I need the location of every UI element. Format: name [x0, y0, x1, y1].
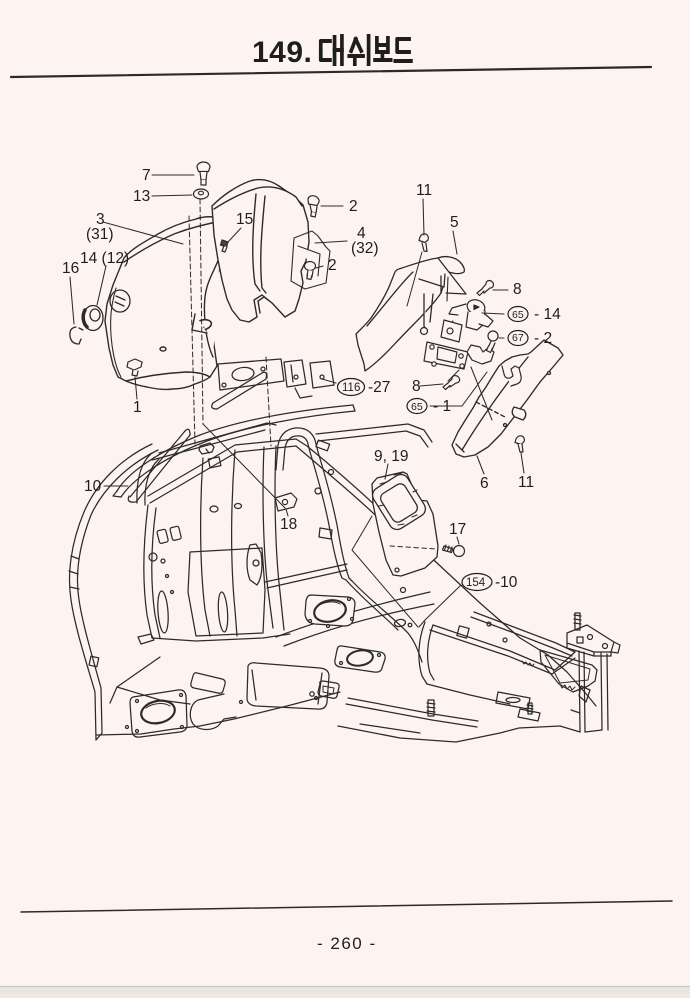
svg-text:-10: -10 [495, 574, 518, 591]
svg-text:116: 116 [342, 382, 360, 394]
svg-text:(31): (31) [86, 226, 114, 243]
svg-text:149.: 149. [252, 36, 312, 69]
svg-text:65: 65 [512, 309, 524, 321]
svg-text:4: 4 [357, 225, 366, 242]
svg-text:11: 11 [416, 182, 432, 199]
svg-text:(32): (32) [351, 240, 379, 257]
svg-text:5: 5 [450, 214, 459, 231]
svg-text:9, 19: 9, 19 [374, 448, 408, 465]
svg-text:18: 18 [280, 516, 297, 533]
svg-text:- 14: - 14 [534, 306, 561, 323]
svg-text:-27: -27 [368, 379, 390, 396]
svg-text:6: 6 [480, 475, 489, 492]
svg-text:17: 17 [449, 521, 466, 538]
svg-text:10: 10 [84, 478, 102, 495]
svg-text:15: 15 [236, 211, 253, 228]
svg-text:1: 1 [133, 399, 142, 416]
svg-text:14 (12): 14 (12) [80, 250, 129, 267]
svg-text:154: 154 [466, 577, 486, 589]
svg-text:8: 8 [513, 281, 522, 298]
svg-text:3: 3 [96, 211, 105, 228]
svg-text:8: 8 [412, 378, 421, 395]
svg-text:67: 67 [512, 332, 524, 344]
svg-text:13: 13 [133, 188, 150, 205]
svg-text:2: 2 [349, 198, 358, 215]
svg-text:65: 65 [411, 401, 423, 413]
svg-text:11: 11 [518, 474, 534, 491]
svg-text:- 260 -: - 260 - [317, 934, 377, 953]
svg-text:16: 16 [62, 260, 79, 277]
svg-text:7: 7 [142, 167, 151, 184]
svg-text:- 2: - 2 [534, 330, 552, 347]
svg-text:2: 2 [328, 257, 337, 274]
svg-text:- 1: - 1 [433, 398, 451, 415]
